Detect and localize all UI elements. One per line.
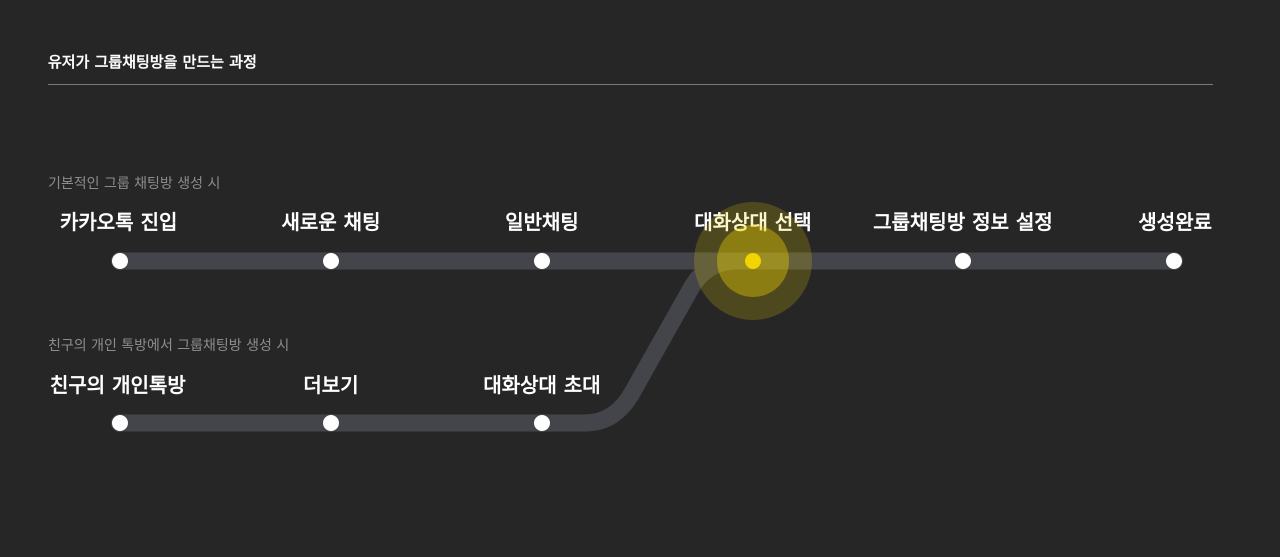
- step-node-normal-chat: [533, 252, 551, 270]
- step-label-group-info-setup: 그룹채팅방 정보 설정: [873, 210, 1053, 234]
- step-node-new-chat: [322, 252, 340, 270]
- step-label-more: 더보기: [303, 373, 359, 397]
- page-title: 유저가 그룹채팅방을 만드는 과정: [48, 53, 257, 71]
- track-route-b: [111, 252, 762, 432]
- step-node-more: [322, 414, 340, 432]
- step-node-complete: [1165, 252, 1183, 270]
- step-label-new-chat: 새로운 채팅: [281, 210, 381, 234]
- route-caption-default: 기본적인 그룹 채팅방 생성 시: [48, 176, 221, 192]
- step-node-friend-private-chat: [111, 414, 129, 432]
- highlight-node: [745, 253, 761, 269]
- step-node-group-info-setup: [954, 252, 972, 270]
- title-divider: [48, 84, 1213, 85]
- step-label-invite-participants: 대화상대 초대: [483, 373, 601, 397]
- step-node-invite-participants: [533, 414, 551, 432]
- step-label-normal-chat: 일반채팅: [505, 210, 579, 234]
- route-caption-private-chat: 친구의 개인 톡방에서 그룹채팅방 생성 시: [48, 338, 290, 354]
- step-label-complete: 생성완료: [1138, 210, 1212, 234]
- step-label-kakaotalk-enter: 카카오톡 진입: [60, 210, 178, 234]
- step-label-select-participants: 대화상대 선택: [694, 210, 812, 234]
- step-node-kakaotalk-enter: [111, 252, 129, 270]
- step-label-friend-private-chat: 친구의 개인톡방: [50, 373, 186, 397]
